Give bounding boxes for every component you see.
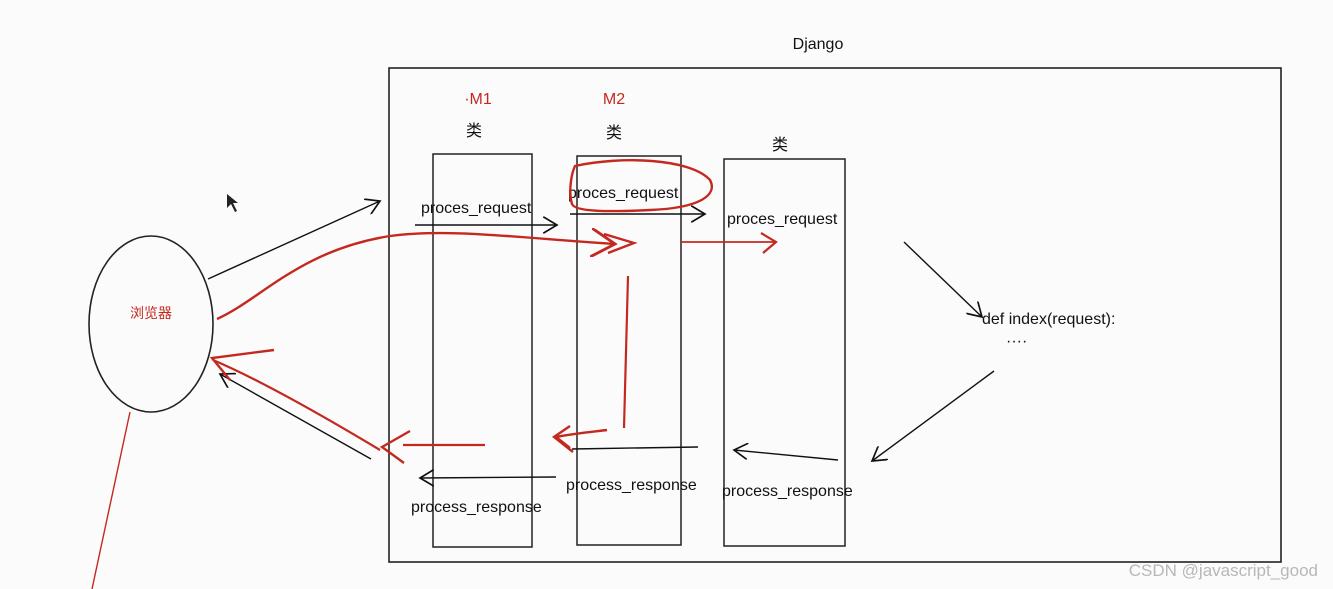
container-title: Django xyxy=(793,36,844,53)
watermark: CSDN @javascript_good xyxy=(1129,561,1318,580)
m1-response-label: process_response xyxy=(411,499,542,516)
red-to-browser-arrowhead xyxy=(209,348,275,381)
view-body: ···· xyxy=(1006,333,1027,350)
m3-to-m2-response-line xyxy=(571,446,699,450)
m1-to-browser-response-arrow xyxy=(220,374,372,460)
browser-tail-line xyxy=(91,411,131,589)
m2-name: M2 xyxy=(603,91,625,108)
red-to-browser-path xyxy=(212,358,381,451)
red-request-arrowhead-2 xyxy=(760,232,778,254)
middleware-column-m2 xyxy=(576,155,682,546)
m2-highlight-circle xyxy=(569,159,713,213)
django-container xyxy=(388,67,1282,563)
view-to-m3-arrow xyxy=(872,370,995,461)
m1-request-label: proces_request xyxy=(421,200,532,217)
m1-class-label: 类 xyxy=(466,122,482,140)
red-m1-return-arrowhead xyxy=(379,429,411,464)
m3-response-label: process_response xyxy=(722,483,853,500)
mouse-cursor-icon xyxy=(227,194,238,212)
m3-request-label: proces_request xyxy=(727,211,838,228)
red-request-path-1 xyxy=(216,233,615,321)
m3-class-label: 类 xyxy=(772,136,788,154)
red-m2-short-circuit-line xyxy=(622,275,630,429)
browser-to-m1-arrow xyxy=(207,201,380,280)
m2-request-label: proces_request xyxy=(568,185,679,202)
red-request-arrowhead-1 xyxy=(603,232,638,255)
m3-to-view-arrow xyxy=(903,241,982,317)
middleware-column-3 xyxy=(723,158,846,547)
view-signature: def index(request): xyxy=(982,311,1115,328)
browser-label: 浏览器 xyxy=(130,305,172,321)
red-m2-return-arrowhead xyxy=(551,425,574,453)
browser-node xyxy=(88,235,214,413)
m2-to-m1-response-arrow xyxy=(420,477,557,478)
m1-name: ·M1 xyxy=(464,91,492,108)
m2-response-label: process_response xyxy=(566,477,697,494)
middleware-column-m1 xyxy=(432,153,533,548)
m2-class-label: 类 xyxy=(606,124,622,142)
m3-response-arrow xyxy=(734,450,839,461)
